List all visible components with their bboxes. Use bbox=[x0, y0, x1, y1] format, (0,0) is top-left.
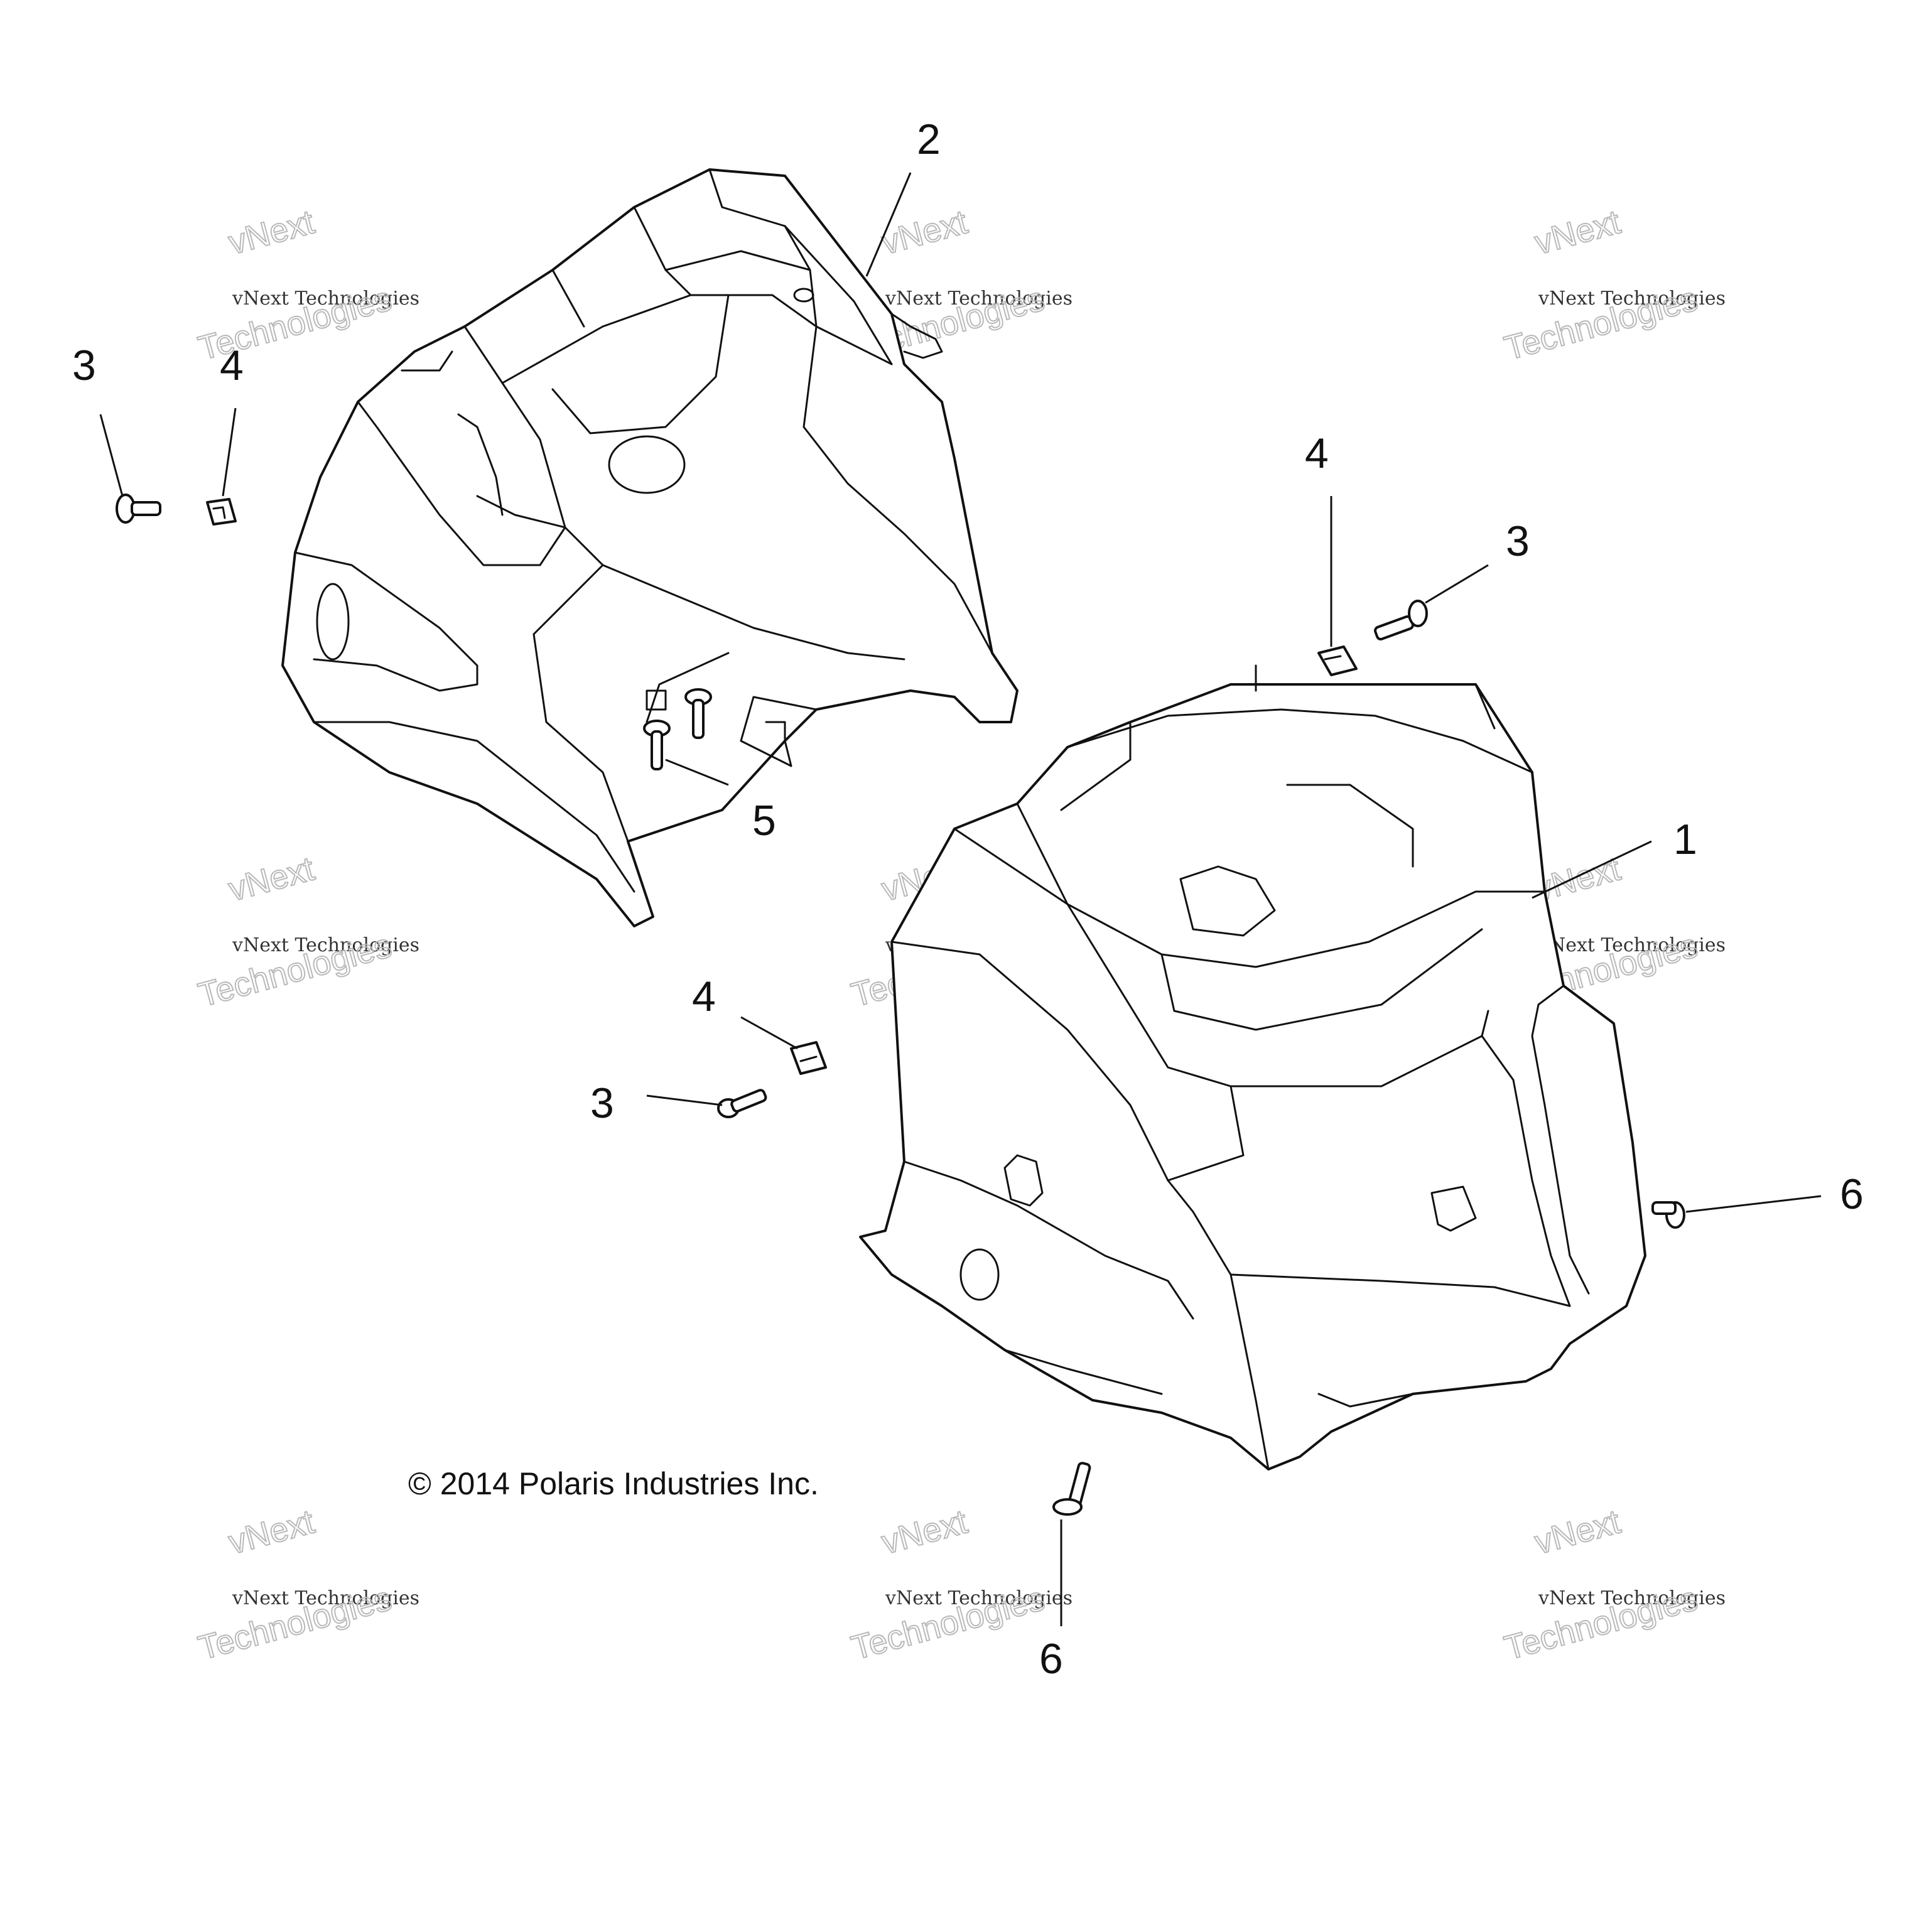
fastener-6-screw-right bbox=[1651, 1201, 1685, 1229]
callout-4: 4 bbox=[692, 973, 716, 1020]
watermark-vnext: vNext bbox=[1531, 1503, 1624, 1562]
watermark-label: vNext Technologies bbox=[885, 288, 1073, 310]
leader-3b bbox=[1425, 564, 1489, 604]
leader-2 bbox=[865, 172, 912, 277]
callout-6: 6 bbox=[1039, 1635, 1063, 1683]
watermark-label: vNext Technologies bbox=[1538, 288, 1726, 310]
watermark-bottom-left: vNext vNext Technologies Technologies bbox=[194, 1502, 419, 1668]
callout-6: 6 bbox=[1840, 1170, 1864, 1218]
callout-3: 3 bbox=[1506, 517, 1530, 565]
watermark-middle-left: vNext vNext Technologies Technologies bbox=[194, 849, 419, 1015]
watermark-label: vNext Technologies bbox=[232, 1587, 419, 1609]
fastener-3-bolt-right bbox=[1374, 600, 1428, 640]
watermark-label: vNext Technologies bbox=[1538, 1587, 1726, 1609]
watermark-vnext: vNext bbox=[225, 203, 318, 262]
watermark-label: vNext Technologies bbox=[885, 1587, 1073, 1609]
part-2-upper-cover bbox=[281, 168, 1019, 927]
watermark-vnext: vNext bbox=[225, 1503, 318, 1562]
fastener-5-screw-b bbox=[643, 720, 671, 770]
watermark-top-center: vNext vNext Technologies Technologies bbox=[847, 202, 1073, 368]
fastener-3-bolt bbox=[116, 494, 161, 524]
leader-4c bbox=[740, 1016, 798, 1050]
leader-4a bbox=[222, 407, 237, 497]
copyright-notice: © 2014 Polaris Industries Inc. bbox=[408, 1466, 819, 1501]
callout-3: 3 bbox=[72, 342, 96, 389]
callout-4: 4 bbox=[220, 342, 244, 389]
watermark-label: vNext Technologies bbox=[1538, 934, 1726, 956]
leader-lines bbox=[99, 172, 1822, 1626]
watermark-vnext: vNext bbox=[878, 1503, 971, 1562]
leader-3c bbox=[646, 1094, 723, 1106]
leader-5 bbox=[665, 758, 729, 786]
callouts: 2 3 4 5 4 3 1 4 3 6 6 bbox=[72, 116, 1864, 1683]
fastener-4-nut-right bbox=[1317, 645, 1358, 676]
fastener-4-nut bbox=[206, 498, 237, 526]
watermark-label: vNext Technologies bbox=[232, 934, 419, 956]
part-1-lower-cover bbox=[859, 664, 1646, 1471]
watermark-vnext: vNext bbox=[225, 850, 318, 909]
leader-1 bbox=[1532, 840, 1652, 899]
fastener-4-nut-center bbox=[790, 1041, 827, 1075]
leader-6a bbox=[1685, 1195, 1822, 1213]
fastener-3-bolt-center bbox=[717, 1089, 767, 1118]
callout-3: 3 bbox=[590, 1079, 614, 1127]
fastener-5-screw-a bbox=[684, 688, 712, 739]
watermark-bottom-right: vNext vNext Technologies Technologies bbox=[1500, 1502, 1726, 1668]
callout-5: 5 bbox=[752, 797, 776, 845]
leader-3a bbox=[99, 414, 124, 497]
watermark-label: vNext Technologies bbox=[232, 288, 419, 310]
fastener-6-screw-bottom bbox=[1052, 1462, 1091, 1516]
callout-2: 2 bbox=[917, 116, 941, 163]
watermark-vnext: vNext bbox=[878, 203, 971, 262]
callout-4: 4 bbox=[1305, 429, 1329, 477]
callout-1: 1 bbox=[1673, 816, 1697, 863]
watermark-top-right: vNext vNext Technologies Technologies bbox=[1500, 202, 1726, 368]
watermark-vnext: vNext bbox=[1531, 203, 1624, 262]
